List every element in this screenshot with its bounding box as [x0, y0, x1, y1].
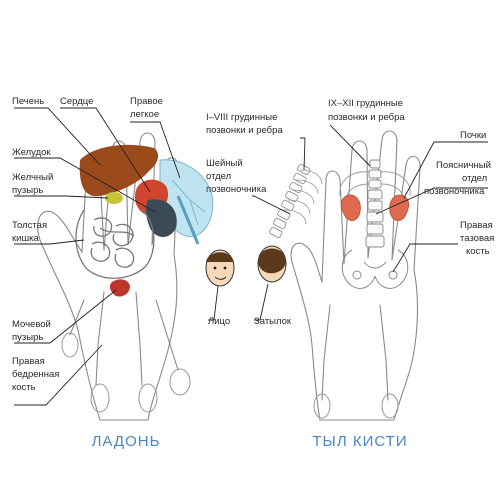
lower-spine	[365, 159, 385, 248]
leader-lines	[14, 107, 488, 406]
kidney-right	[389, 194, 410, 221]
caption-palm: ЛАДОНЬ	[92, 433, 161, 450]
kidney-left	[340, 194, 361, 221]
label-lumbar-1: Поясничный	[436, 160, 491, 171]
palm-legs	[61, 291, 191, 413]
label-right-lung-1: Правое	[130, 96, 163, 107]
nape-head	[257, 245, 287, 283]
label-gallbladder-1: Желчный	[12, 172, 53, 183]
face-head	[205, 249, 235, 287]
label-bladder-1: Мочевой	[12, 319, 51, 330]
label-thoracic-upper-1: I–VIII грудинные	[206, 112, 277, 123]
label-liver: Печень	[12, 96, 44, 107]
palm-hand	[37, 132, 235, 421]
label-cervical-3: позвоночника	[206, 184, 267, 195]
label-right-lung-2: легкое	[130, 109, 159, 120]
label-face: Лицо	[208, 316, 230, 327]
upper-spine	[269, 163, 311, 239]
stomach-organ	[145, 199, 177, 237]
label-lumbar-3: позвоночника	[424, 186, 485, 197]
upper-ribs	[283, 169, 323, 225]
label-femur-3: кость	[12, 382, 36, 393]
gallbladder-organ	[105, 192, 123, 204]
label-gallbladder-2: пузырь	[12, 185, 43, 196]
label-colon-1: Толстая	[12, 220, 47, 231]
label-femur-2: бедренная	[12, 369, 59, 380]
label-thoracic-lower-1: IX–XII грудинные	[328, 98, 403, 109]
back-outline	[290, 130, 421, 421]
label-femur-1: Правая	[12, 356, 45, 367]
label-thoracic-upper-2: позвонки и ребра	[206, 125, 283, 136]
label-heart: Сердце	[60, 96, 93, 107]
label-thoracic-lower-2: позвонки и ребра	[328, 112, 405, 123]
caption-back: ТЫЛ КИСТИ	[312, 433, 407, 450]
label-stomach: Желудок	[12, 147, 51, 158]
bladder-organ	[109, 279, 130, 297]
pelvis-bone	[341, 249, 409, 289]
label-bladder-2: пузырь	[12, 332, 43, 343]
label-nape: Затылок	[254, 316, 292, 327]
intestines	[75, 209, 155, 279]
label-colon-2: кишка	[12, 233, 39, 244]
label-kidneys: Почки	[460, 130, 486, 141]
label-pelvis-2: тазовая	[460, 233, 494, 244]
liver-organ	[79, 144, 159, 197]
label-pelvis-3: кость	[466, 246, 490, 257]
label-lumbar-2: отдел	[462, 173, 487, 184]
label-cervical-1: Шейный	[206, 158, 243, 169]
label-pelvis-1: Правая	[460, 220, 493, 231]
back-hand	[257, 130, 421, 421]
label-cervical-2: отдел	[206, 171, 231, 182]
